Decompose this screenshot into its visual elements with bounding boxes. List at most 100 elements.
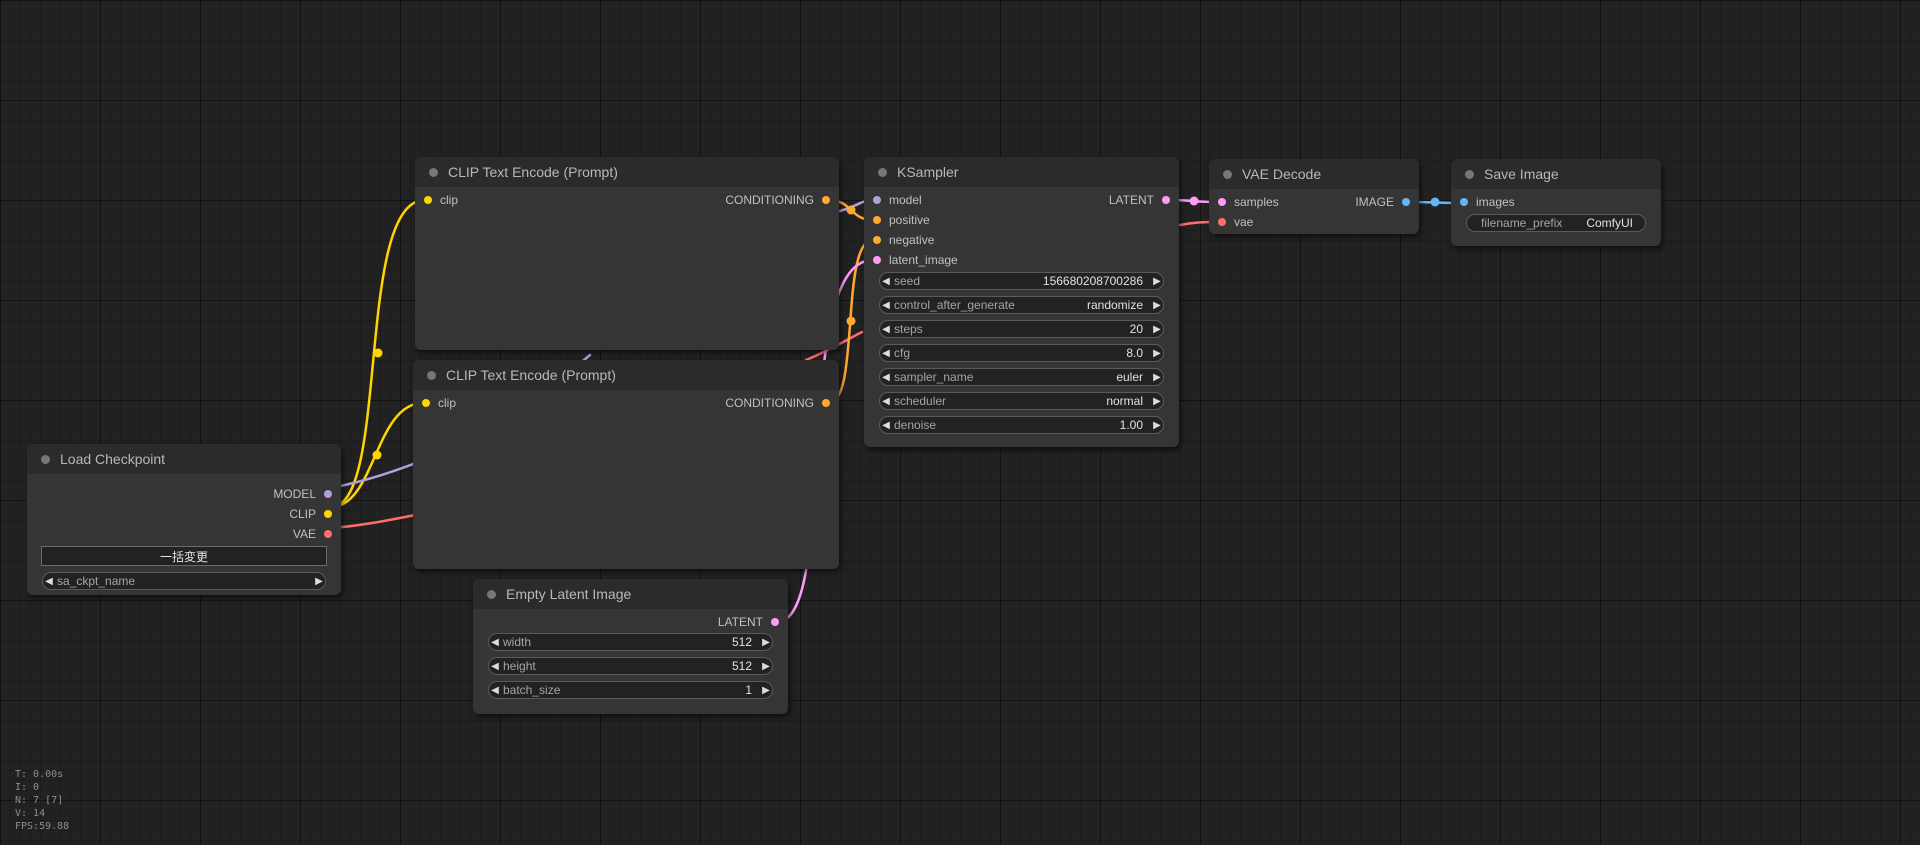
output-slot-vae[interactable]: VAE — [293, 527, 332, 541]
node-clip-text-encode-1[interactable]: CLIP Text Encode (Prompt) clip CONDITION… — [415, 157, 839, 350]
output-slot-image[interactable]: IMAGE — [1355, 195, 1410, 209]
circle-dot-icon[interactable] — [1465, 169, 1474, 179]
node-title-bar[interactable]: Save Image — [1451, 159, 1661, 189]
ckpt-name-combo[interactable]: ◀ sa_ckpt_name ▶ — [42, 572, 326, 590]
input-slot-clip[interactable]: clip — [424, 193, 458, 207]
node-title-bar[interactable]: Load Checkpoint — [27, 444, 341, 474]
node-title-bar[interactable]: VAE Decode — [1209, 159, 1419, 189]
widget-label: width — [503, 635, 532, 649]
node-ksampler[interactable]: KSampler model LATENT positive negative … — [864, 157, 1179, 447]
circle-dot-icon[interactable] — [427, 370, 436, 380]
input-slot-clip[interactable]: clip — [422, 396, 456, 410]
batch-size-widget[interactable]: ◀ batch_size 1 ▶ — [488, 681, 773, 699]
triangle-left-icon[interactable]: ◀ — [491, 684, 499, 696]
node-vae-decode[interactable]: VAE Decode samples IMAGE vae — [1209, 159, 1419, 234]
slot-dot-icon — [822, 196, 830, 204]
input-slot-negative[interactable]: negative — [873, 233, 934, 247]
scheduler-widget[interactable]: ◀ scheduler normal ▶ — [879, 392, 1164, 410]
slot-dot-icon — [771, 618, 779, 626]
triangle-right-icon[interactable]: ▶ — [1153, 299, 1161, 311]
widget-value: 512 — [731, 635, 752, 649]
output-slot-conditioning[interactable]: CONDITIONING — [725, 193, 830, 207]
triangle-left-icon[interactable]: ◀ — [882, 419, 890, 431]
seed-widget[interactable]: ◀ seed 156680208700286 ▶ — [879, 272, 1164, 290]
triangle-left-icon[interactable]: ◀ — [882, 371, 890, 383]
slot-label: CLIP — [289, 507, 316, 521]
widget-label: sampler_name — [894, 370, 974, 384]
output-slot-latent[interactable]: LATENT — [718, 615, 779, 629]
triangle-right-icon[interactable]: ▶ — [1153, 275, 1161, 287]
node-title-bar[interactable]: CLIP Text Encode (Prompt) — [413, 360, 839, 390]
input-slot-vae[interactable]: vae — [1218, 215, 1253, 229]
widget-label: cfg — [894, 346, 911, 360]
input-slot-latent-image[interactable]: latent_image — [873, 253, 958, 267]
node-save-image[interactable]: Save Image images filename_prefix ComfyU… — [1451, 159, 1661, 246]
triangle-right-icon[interactable]: ▶ — [762, 660, 770, 672]
slot-dot-icon — [324, 510, 332, 518]
output-slot-latent[interactable]: LATENT — [1109, 193, 1170, 207]
input-slot-positive[interactable]: positive — [873, 213, 930, 227]
wire-clip-to-clip-encode-1 — [329, 198, 427, 509]
triangle-right-icon[interactable]: ▶ — [1153, 371, 1161, 383]
triangle-left-icon[interactable]: ◀ — [491, 636, 499, 648]
cfg-widget[interactable]: ◀ cfg 8.0 ▶ — [879, 344, 1164, 362]
widget-label: denoise — [894, 418, 937, 432]
denoise-widget[interactable]: ◀ denoise 1.00 ▶ — [879, 416, 1164, 434]
widget-label: height — [503, 659, 536, 673]
output-slot-conditioning[interactable]: CONDITIONING — [725, 396, 830, 410]
circle-dot-icon[interactable] — [878, 167, 887, 177]
node-title-bar[interactable]: KSampler — [864, 157, 1179, 187]
width-widget[interactable]: ◀ width 512 ▶ — [488, 633, 773, 651]
slot-label: LATENT — [717, 615, 763, 629]
circle-dot-icon[interactable] — [429, 167, 438, 177]
circle-dot-icon[interactable] — [1223, 169, 1232, 179]
node-load-checkpoint[interactable]: Load Checkpoint MODEL CLIP VAE 一括変更 ◀ sa… — [27, 444, 341, 595]
slot-label: negative — [889, 233, 935, 247]
slot-dot-icon — [1218, 198, 1226, 206]
control-after-generate-widget[interactable]: ◀ control_after_generate randomize ▶ — [879, 296, 1164, 314]
node-title: Load Checkpoint — [60, 451, 166, 467]
stat-v: V: 14 — [15, 808, 46, 819]
triangle-right-icon[interactable]: ▶ — [1153, 395, 1161, 407]
triangle-right-icon[interactable]: ▶ — [1153, 347, 1161, 359]
triangle-left-icon[interactable]: ◀ — [882, 323, 890, 335]
sampler-name-widget[interactable]: ◀ sampler_name euler ▶ — [879, 368, 1164, 386]
widget-label: sa_ckpt_name — [57, 574, 136, 588]
render-stats: T: 0.00s I: 0 N: 7 [7] V: 14 FPS:59.88 — [15, 768, 69, 833]
slot-label: VAE — [292, 527, 316, 541]
node-clip-text-encode-2[interactable]: CLIP Text Encode (Prompt) clip CONDITION… — [413, 360, 839, 569]
triangle-left-icon[interactable]: ◀ — [45, 575, 53, 587]
batch-change-button[interactable]: 一括変更 — [41, 546, 327, 566]
output-slot-model[interactable]: MODEL — [273, 487, 332, 501]
slot-label: positive — [889, 213, 930, 227]
triangle-left-icon[interactable]: ◀ — [882, 275, 890, 287]
circle-dot-icon[interactable] — [41, 454, 50, 464]
steps-widget[interactable]: ◀ steps 20 ▶ — [879, 320, 1164, 338]
filename-prefix-widget[interactable]: filename_prefix ComfyUI — [1466, 214, 1646, 232]
height-widget[interactable]: ◀ height 512 ▶ — [488, 657, 773, 675]
node-title-bar[interactable]: CLIP Text Encode (Prompt) — [415, 157, 839, 187]
triangle-left-icon[interactable]: ◀ — [882, 299, 890, 311]
slot-dot-icon — [1460, 198, 1468, 206]
slot-label: clip — [438, 396, 457, 410]
triangle-right-icon[interactable]: ▶ — [1153, 419, 1161, 431]
widget-value: 8.0 — [1126, 346, 1143, 360]
output-slot-clip[interactable]: CLIP — [289, 507, 332, 521]
circle-dot-icon[interactable] — [487, 589, 496, 599]
input-slot-samples[interactable]: samples — [1218, 195, 1279, 209]
input-slot-model[interactable]: model — [873, 193, 922, 207]
triangle-right-icon[interactable]: ▶ — [762, 636, 770, 648]
triangle-right-icon[interactable]: ▶ — [1153, 323, 1161, 335]
widget-value: 1.00 — [1119, 418, 1143, 432]
widget-label: steps — [894, 322, 923, 336]
node-title-bar[interactable]: Empty Latent Image — [473, 579, 788, 609]
triangle-right-icon[interactable]: ▶ — [315, 575, 323, 587]
node-empty-latent-image[interactable]: Empty Latent Image LATENT ◀ width 512 ▶ … — [473, 579, 788, 714]
triangle-left-icon[interactable]: ◀ — [882, 395, 890, 407]
slot-dot-icon — [822, 399, 830, 407]
triangle-left-icon[interactable]: ◀ — [882, 347, 890, 359]
triangle-left-icon[interactable]: ◀ — [491, 660, 499, 672]
wire-clip-to-clip-encode-2 — [329, 401, 425, 509]
input-slot-images[interactable]: images — [1460, 195, 1515, 209]
triangle-right-icon[interactable]: ▶ — [762, 684, 770, 696]
